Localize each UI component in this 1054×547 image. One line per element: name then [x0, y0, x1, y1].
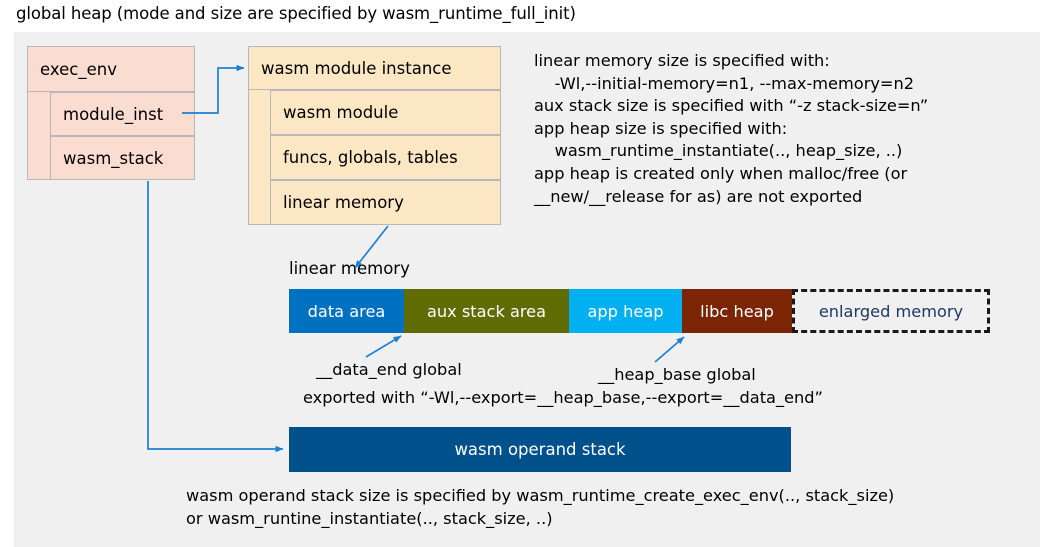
memory-segment-data-area: data area	[289, 289, 404, 333]
annotation-data-end: __data_end global	[316, 360, 462, 379]
page-title: global heap (mode and size are specified…	[16, 4, 576, 23]
module-instance-row-linear-memory-label: linear memory	[283, 193, 404, 212]
memory-segment-data-area-label: data area	[307, 301, 386, 321]
exec-env-row-module-inst-label: module_inst	[63, 104, 164, 124]
annotation-heap-base: __heap_base global	[598, 365, 756, 384]
memory-segment-aux-stack-area: aux stack area	[404, 289, 569, 333]
memory-segment-libc-heap-label: libc heap	[700, 301, 774, 321]
module-instance-row-wasm-module: wasm module	[270, 90, 501, 135]
annotation-exported-with: exported with “-Wl,--export=__heap_base,…	[303, 388, 823, 407]
operand-stack-bar: wasm operand stack	[289, 427, 791, 472]
memory-segment-aux-stack-area-label: aux stack area	[426, 301, 547, 321]
module-instance-header-label: wasm module instance	[261, 58, 452, 78]
memory-segment-app-heap: app heap	[569, 289, 682, 333]
linear-memory-notes: linear memory size is specified with: -W…	[534, 51, 929, 206]
module-instance-row-linear-memory: linear memory	[270, 180, 501, 225]
module-instance-header: wasm module instance	[248, 46, 501, 90]
linear-memory-bar-label: linear memory	[289, 259, 410, 278]
memory-segment-libc-heap: libc heap	[682, 289, 792, 333]
exec-env-row-module-inst: module_inst	[50, 92, 195, 136]
operand-stack-caption: wasm operand stack size is specified by …	[186, 486, 895, 528]
linear-memory-bar: data area aux stack area app heap libc h…	[289, 289, 990, 333]
operand-stack-bar-label: wasm operand stack	[454, 440, 626, 459]
module-instance-row-funcs-globals-tables: funcs, globals, tables	[270, 135, 501, 180]
exec-env-row-wasm-stack-label: wasm_stack	[63, 148, 164, 168]
memory-segment-app-heap-label: app heap	[587, 301, 664, 321]
memory-segment-enlarged-memory-label: enlarged memory	[818, 301, 964, 321]
module-instance-row-wasm-module-label: wasm module	[283, 103, 399, 122]
exec-env-header-label: exec_env	[40, 59, 117, 79]
module-instance-row-funcs-globals-tables-label: funcs, globals, tables	[283, 148, 458, 167]
memory-segment-enlarged-memory: enlarged memory	[792, 289, 990, 333]
exec-env-header: exec_env	[27, 46, 195, 92]
exec-env-row-wasm-stack: wasm_stack	[50, 136, 195, 180]
